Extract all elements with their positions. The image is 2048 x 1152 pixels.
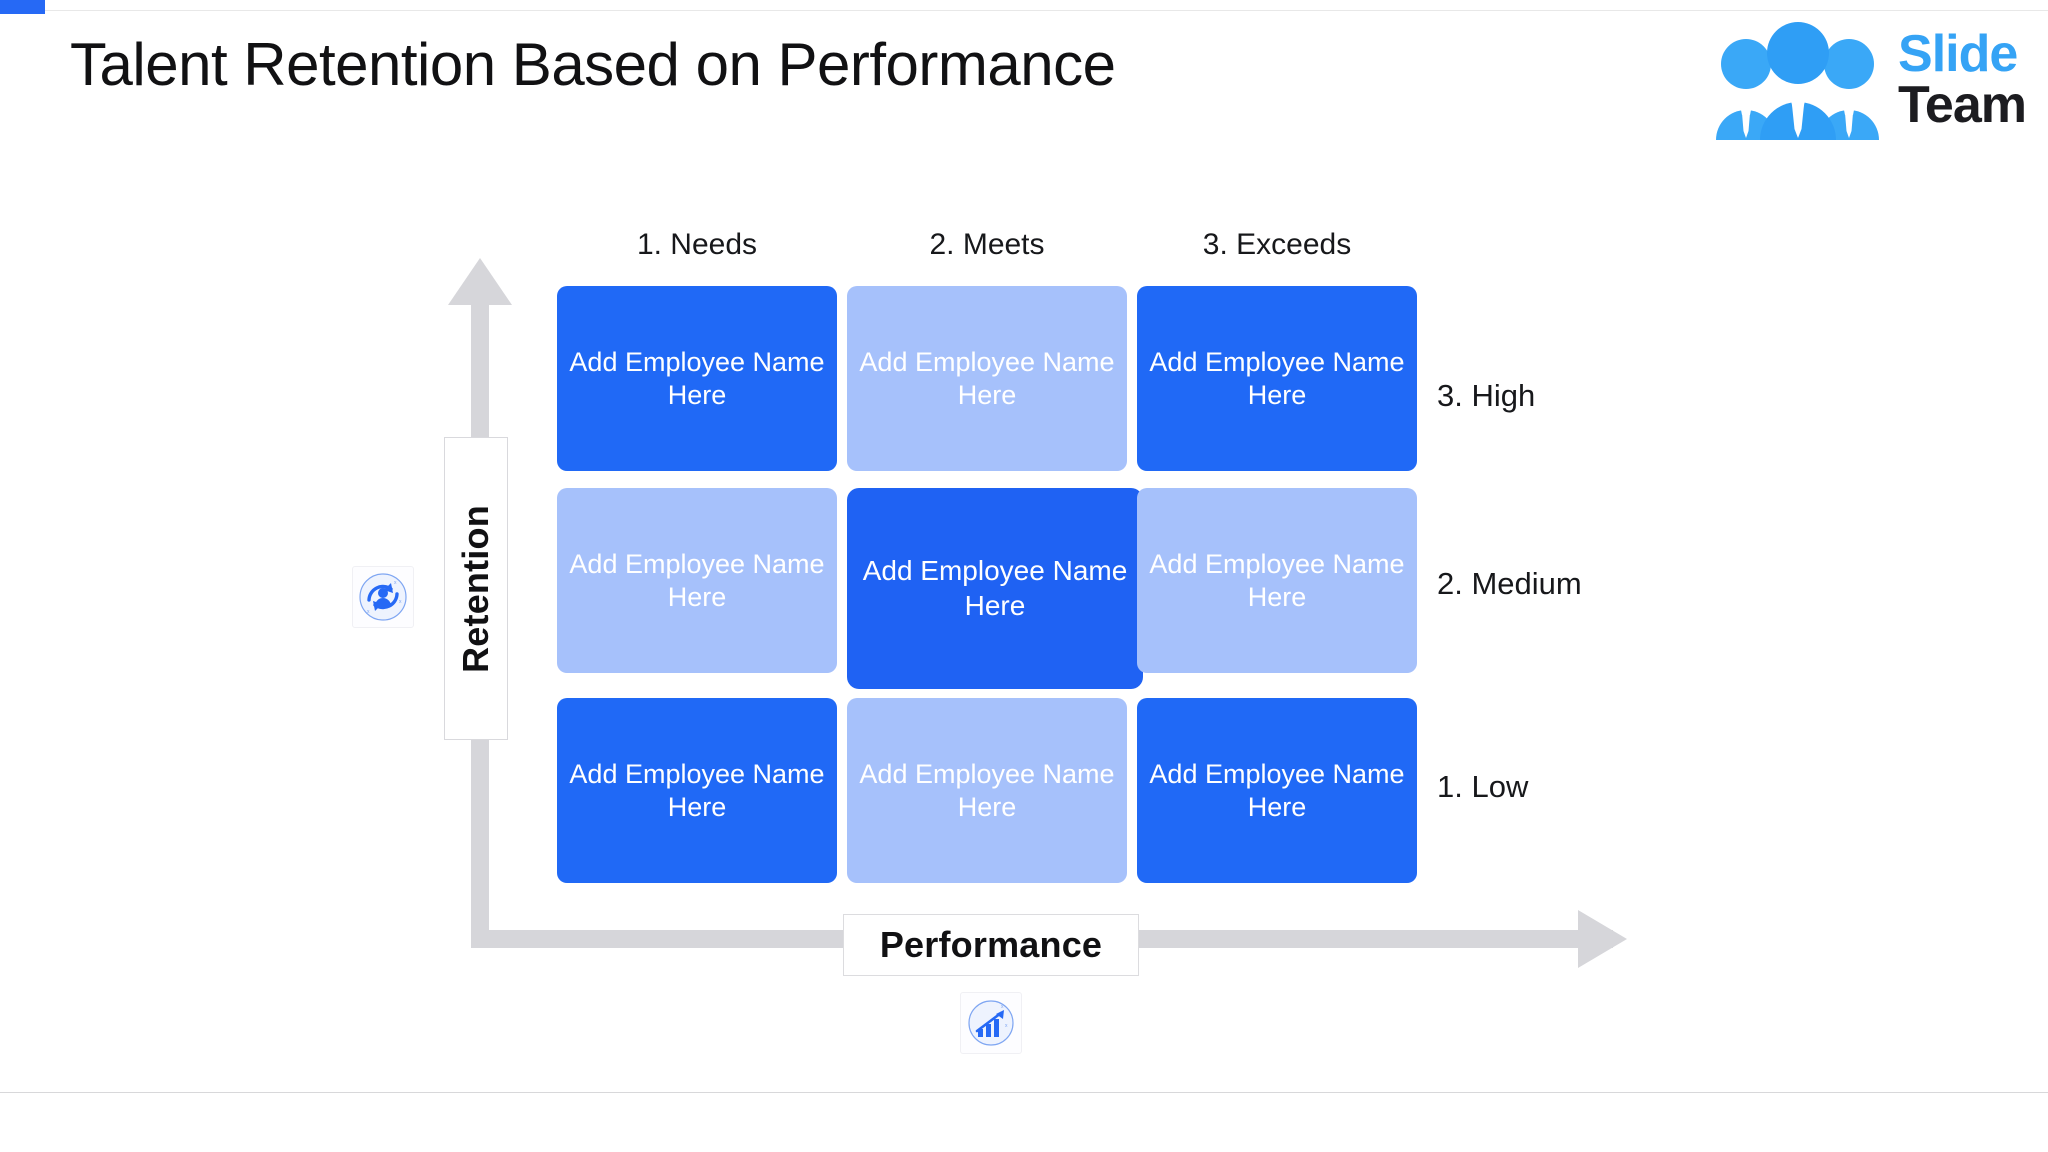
matrix-cell-label: Add Employee Name Here — [569, 758, 825, 822]
matrix-cell-label: Add Employee Name Here — [1149, 548, 1405, 612]
svg-text:x: x — [367, 609, 370, 615]
logo-slide-text: Slide — [1898, 25, 2018, 84]
top-left-marker — [0, 0, 45, 14]
y-axis-label: Retention — [455, 504, 497, 673]
matrix-cell-label: Add Employee Name Here — [569, 346, 825, 410]
retention-icon-badge[interactable]: x x x — [352, 566, 414, 628]
column-header-meets: 2. Meets — [929, 228, 1045, 261]
row-label-medium: 2. Medium — [1437, 566, 1582, 601]
employee-retention-cycle-icon: x x x — [357, 571, 409, 623]
matrix-cell[interactable]: Add Employee Name Here — [557, 488, 837, 673]
matrix-cell[interactable]: Add Employee Name Here — [1137, 286, 1417, 471]
matrix-cell-label: Add Employee Name Here — [862, 555, 1128, 621]
matrix-cell-label: Add Employee Name Here — [1149, 758, 1405, 822]
x-axis-label-box: Performance — [843, 914, 1139, 976]
performance-icon-badge[interactable]: x x — [960, 992, 1022, 1054]
growth-bar-chart-icon: x x — [965, 997, 1017, 1049]
matrix-cell-label: Add Employee Name Here — [1149, 346, 1405, 410]
page-title: Talent Retention Based on Performance — [70, 31, 1116, 98]
matrix-cell[interactable]: Add Employee Name Here — [1137, 698, 1417, 883]
matrix-cell-label: Add Employee Name Here — [859, 758, 1115, 822]
matrix-cell[interactable]: Add Employee Name Here — [557, 698, 837, 883]
svg-text:x: x — [1001, 1004, 1004, 1010]
column-header-exceeds: 3. Exceeds — [1202, 228, 1352, 261]
y-axis-label-box: Retention — [444, 437, 508, 740]
matrix-cell-label: Add Employee Name Here — [859, 346, 1115, 410]
svg-text:x: x — [1005, 1023, 1008, 1029]
matrix-cell-label: Add Employee Name Here — [569, 548, 825, 612]
matrix-cell-selected[interactable]: Add Employee Name Here — [847, 488, 1143, 689]
svg-text:x: x — [394, 580, 397, 586]
bottom-divider — [0, 1092, 2048, 1093]
matrix-cell[interactable]: Add Employee Name Here — [557, 286, 837, 471]
people-group-icon — [1712, 20, 1884, 140]
x-axis-label: Performance — [879, 924, 1103, 965]
matrix-cell[interactable]: Add Employee Name Here — [847, 286, 1127, 471]
svg-text:x: x — [399, 599, 402, 605]
matrix-cell[interactable]: Add Employee Name Here — [847, 698, 1127, 883]
column-header-needs: 1. Needs — [636, 228, 758, 261]
logo-team-text: Team — [1898, 76, 2027, 134]
top-divider — [45, 10, 2048, 11]
logo-wordmark: Slide Team — [1898, 25, 2027, 134]
matrix-cell[interactable]: Add Employee Name Here — [1137, 488, 1417, 673]
row-label-high: 3. High — [1437, 378, 1536, 413]
row-label-low: 1. Low — [1437, 769, 1529, 804]
slideteam-logo[interactable]: Slide Team — [1712, 20, 2027, 140]
